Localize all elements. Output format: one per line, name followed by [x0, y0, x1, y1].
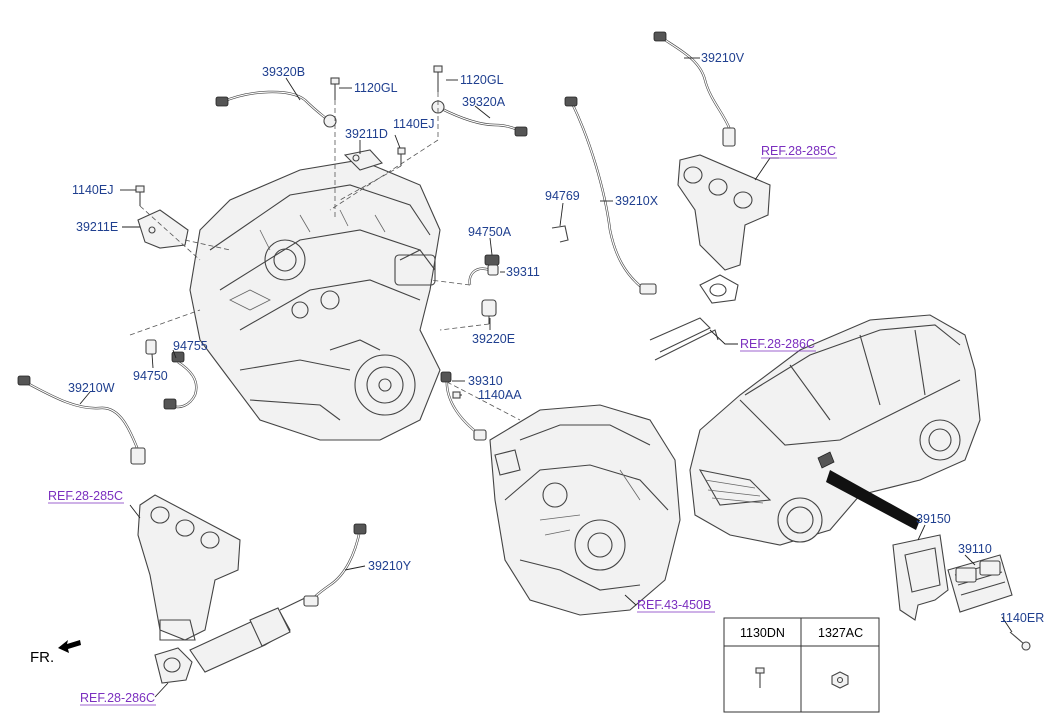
bracket-39150 [892, 534, 949, 621]
label-39210W: 39210W [68, 381, 115, 395]
sensor-39320A [431, 100, 528, 137]
location-arrow [826, 470, 920, 530]
label-1120GL-a: 1120GL [354, 81, 398, 95]
label-94769: 94769 [545, 189, 580, 203]
sensor-39210W [17, 375, 146, 465]
bolt-1120GL-b [433, 65, 443, 92]
bolt-1130DN-icon [755, 667, 765, 688]
bracket-39211E [137, 209, 189, 249]
vehicle-illustration [689, 314, 981, 546]
clip-94769 [551, 225, 569, 243]
nut-1327AC-icon [831, 671, 849, 689]
exhaust-manifold-top-illustration [649, 154, 771, 361]
sensor-39210X [564, 96, 657, 295]
ref-28-286C-bottom[interactable]: REF.28-286C [80, 691, 155, 705]
label-39150: 39150 [916, 512, 951, 526]
exhaust-manifold-left-illustration [137, 494, 311, 684]
dashed-guide-lines [129, 92, 521, 421]
label-39310: 39310 [468, 374, 503, 388]
reference-labels: REF.28-285C REF.28-286C REF.28-285C REF.… [48, 144, 837, 706]
ref-28-285C-top[interactable]: REF.28-285C [761, 144, 836, 158]
label-39110: 39110 [958, 542, 992, 556]
table-header-1130DN: 1130DN [740, 626, 785, 640]
label-39311: 39311 [506, 265, 540, 279]
sensor-94755 [163, 351, 198, 410]
sensor-94750 [145, 339, 157, 355]
label-1140ER: 1140ER [1000, 611, 1044, 625]
label-94750: 94750 [133, 369, 168, 383]
transmission-assembly-illustration [489, 404, 681, 616]
front-arrow-icon [58, 640, 81, 653]
bolt-1140AA [452, 391, 461, 399]
sensor-94750A [484, 254, 500, 266]
label-39210Y: 39210Y [368, 559, 412, 573]
label-1140EJ-a: 1140EJ [72, 183, 113, 197]
label-1140AA: 1140AA [478, 388, 522, 402]
engine-assembly-illustration [189, 159, 441, 441]
label-39220E: 39220E [472, 332, 515, 346]
sensor-39220E [481, 299, 497, 324]
sensor-39320B [215, 90, 337, 128]
sensor-39310 [440, 371, 487, 441]
label-39320A: 39320A [462, 95, 506, 109]
label-39211E: 39211E [76, 220, 118, 234]
front-direction-indicator: FR. [30, 640, 81, 666]
ref-28-286C-top[interactable]: REF.28-286C [740, 337, 815, 351]
label-1120GL-b: 1120GL [460, 73, 504, 87]
ecu-39110 [947, 554, 1013, 613]
bolt-1140ER [1009, 631, 1031, 651]
label-39210V: 39210V [701, 51, 745, 65]
ref-28-285C-left[interactable]: REF.28-285C [48, 489, 123, 503]
label-39320B: 39320B [262, 65, 305, 79]
sensor-39210Y [303, 523, 367, 607]
ref-43-450B[interactable]: REF.43-450B [637, 598, 711, 612]
front-label: FR. [30, 649, 54, 666]
label-1140EJ-b: 1140EJ [393, 117, 434, 131]
bolt-1120GL-a [330, 77, 340, 100]
label-39211D: 39211D [345, 127, 388, 141]
label-94750A: 94750A [468, 225, 512, 239]
label-94755: 94755 [173, 339, 208, 353]
fastener-table: 1130DN 1327AC [723, 617, 880, 713]
part-number-labels: 39320B 1120GL 1120GL 39320A 1140EJ 39211… [68, 51, 1044, 625]
bracket-39211D [343, 149, 383, 171]
table-header-1327AC: 1327AC [818, 626, 863, 640]
bolt-1140EJ-a [135, 185, 145, 206]
sensor-39311 [468, 264, 499, 286]
label-39210X: 39210X [615, 194, 659, 208]
sensor-39210V [653, 31, 736, 147]
